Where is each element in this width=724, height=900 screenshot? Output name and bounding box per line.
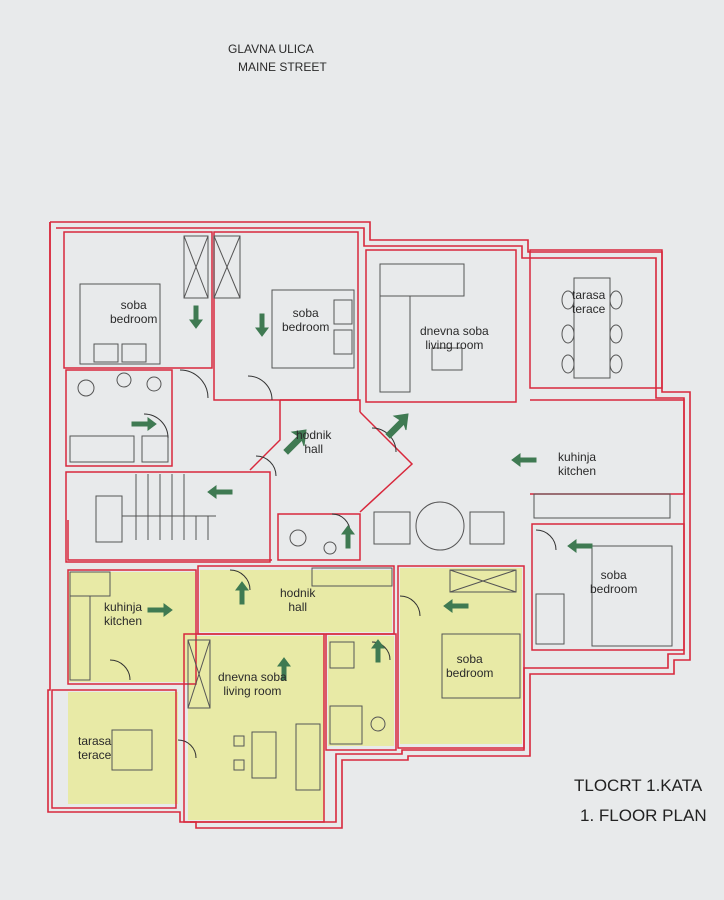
direction-arrow xyxy=(443,599,469,613)
direction-arrow xyxy=(567,539,593,553)
direction-arrow xyxy=(385,413,409,439)
outer-walls xyxy=(47,221,691,829)
direction-arrow xyxy=(371,639,385,663)
direction-arrow xyxy=(511,453,537,467)
direction-arrow xyxy=(189,305,203,329)
direction-arrow xyxy=(207,485,233,499)
plan-title-line1: TLOCRT 1.KATA xyxy=(574,776,703,795)
plan-title-line2: 1. FLOOR PLAN xyxy=(580,806,707,825)
direction-arrow xyxy=(341,525,355,549)
street-line2: MAINE STREET xyxy=(238,60,327,74)
highlighted-apartment xyxy=(68,568,522,820)
direction-arrow xyxy=(277,657,291,681)
street-line1: GLAVNA ULICA xyxy=(228,42,314,56)
furniture xyxy=(69,235,673,791)
direction-arrow xyxy=(235,581,249,605)
direction-arrows xyxy=(131,305,593,681)
direction-arrow xyxy=(255,313,269,337)
interior-walls xyxy=(51,231,685,823)
direction-arrow xyxy=(131,417,157,431)
direction-arrow xyxy=(147,603,173,617)
direction-arrow xyxy=(283,429,307,455)
door-swings xyxy=(109,369,557,759)
